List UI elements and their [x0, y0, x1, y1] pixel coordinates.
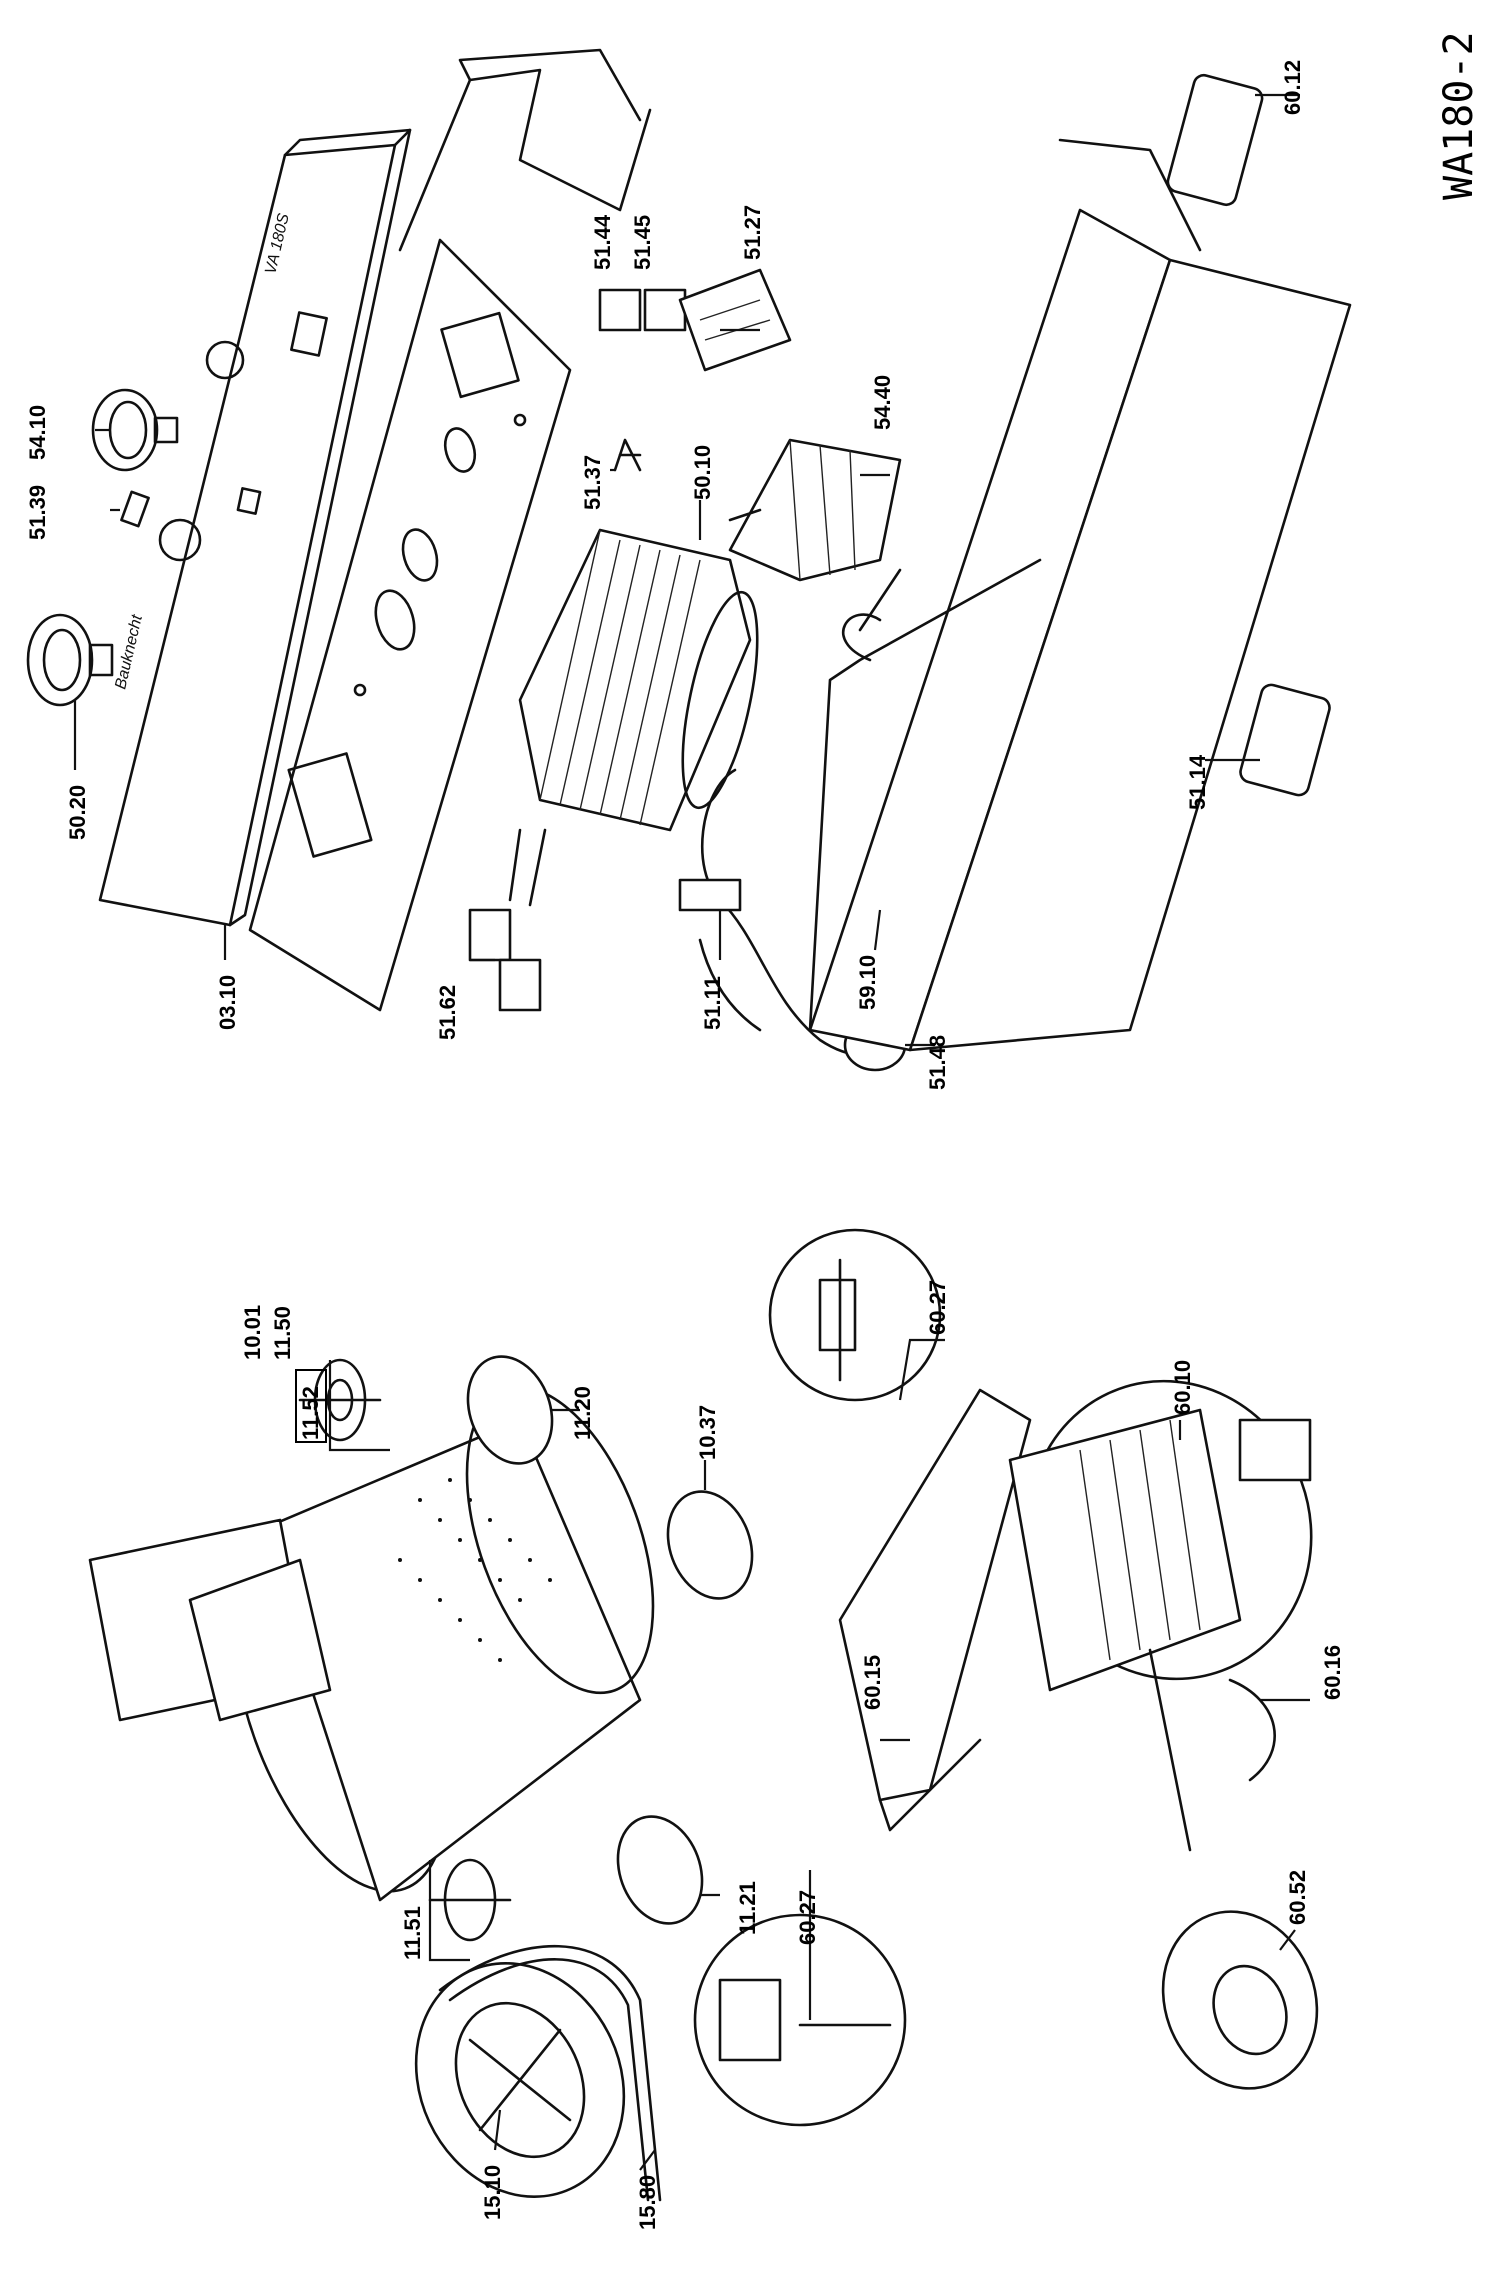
detail-circle-60-27-top — [768, 1228, 942, 1402]
label-54-40: 54.40 — [870, 375, 895, 430]
switch-51-44-45 — [598, 288, 687, 332]
label-60-16: 60.16 — [1320, 1645, 1345, 1700]
pulley-15-10 — [414, 1962, 626, 2198]
label-51-45: 51.45 — [630, 215, 655, 270]
knob-54-10 — [91, 388, 179, 472]
selector-switch-54-40 — [728, 438, 902, 582]
part-51-39 — [120, 490, 150, 528]
flange-11-20 — [466, 1355, 554, 1465]
label-15-80: 15.80 — [635, 2175, 660, 2230]
programmer-timer-50-10 — [518, 528, 759, 832]
drum-perforation — [398, 1478, 552, 1662]
label-59-10: 59.10 — [855, 955, 880, 1010]
panel-back-plate — [248, 238, 572, 1012]
label-10-37: 10.37 — [695, 1405, 720, 1460]
label-50-20: 50.20 — [65, 785, 90, 840]
label-51-48: 51.48 — [925, 1035, 950, 1090]
bearing-set-11-51 — [428, 1858, 512, 1942]
label-51-44: 51.44 — [590, 214, 615, 270]
flange-11-21 — [616, 1815, 704, 1925]
leader-lines — [73, 93, 1310, 2171]
drum-10-01 — [88, 1385, 655, 1902]
label-11-52: 11.52 — [298, 1386, 323, 1440]
clip-60-16 — [1228, 1678, 1276, 1782]
label-60-52: 60.52 — [1285, 1870, 1310, 1925]
label-11-52-box — [295, 1369, 327, 1443]
label-60-15: 60.15 — [860, 1655, 885, 1710]
label-60-27-top: 60.27 — [925, 1280, 950, 1335]
label-11-51: 11.51 — [400, 1906, 425, 1960]
seal-10-37 — [666, 1490, 754, 1600]
label-51-62: 51.62 — [435, 985, 460, 1040]
rear-bracket — [398, 48, 652, 252]
filter-cover-59-10 — [808, 138, 1352, 1052]
label-54-10: 54.10 — [25, 405, 50, 460]
label-11-20: 11.20 — [570, 1386, 595, 1440]
knob-50-20 — [26, 613, 114, 707]
part-51-37 — [613, 438, 642, 472]
label-51-39: 51.39 — [25, 485, 50, 540]
bearing-set-11-50 — [298, 1358, 382, 1442]
label-51-11: 51.11 — [700, 976, 725, 1030]
detail-circle-60-27-bottom — [693, 1913, 907, 2127]
label-60-27-bottom: 60.27 — [795, 1890, 820, 1945]
label-03-10: 03.10 — [215, 975, 240, 1030]
control-panel-fascia: Bauknecht VA 180S — [98, 128, 412, 927]
label-11-50: 11.50 — [270, 1306, 295, 1360]
label-10-01: 10.01 — [240, 1305, 265, 1360]
capacitor-60-12 — [1166, 73, 1264, 207]
label-11-21: 11.21 — [735, 1881, 760, 1935]
label-60-10: 60.10 — [1170, 1360, 1195, 1415]
label-51-14: 51.14 — [1185, 754, 1210, 810]
label-51-27: 51.27 — [740, 205, 765, 260]
label-15-10: 15.10 — [480, 2165, 505, 2220]
motor-pulley-60-52 — [1161, 1910, 1319, 2090]
motor-60-10 — [1008, 1379, 1313, 1852]
belt-15-80 — [438, 1944, 662, 2202]
label-50-10: 50.10 — [690, 445, 715, 500]
switch-51-62 — [468, 828, 547, 1012]
label-60-12: 60.12 — [1280, 60, 1305, 115]
part-labels: 03.10 50.20 51.39 54.10 51.62 51.37 50.1… — [25, 31, 1482, 2230]
capacitor-51-14 — [1239, 683, 1331, 797]
switch-51-27 — [678, 268, 792, 372]
drawing-code: WA180-2 — [1436, 31, 1482, 200]
label-51-37: 51.37 — [580, 455, 605, 510]
motor-bracket-60-15 — [838, 1388, 1032, 1832]
wires-loose — [842, 568, 902, 662]
panel-brand-text: Bauknecht — [112, 613, 146, 691]
